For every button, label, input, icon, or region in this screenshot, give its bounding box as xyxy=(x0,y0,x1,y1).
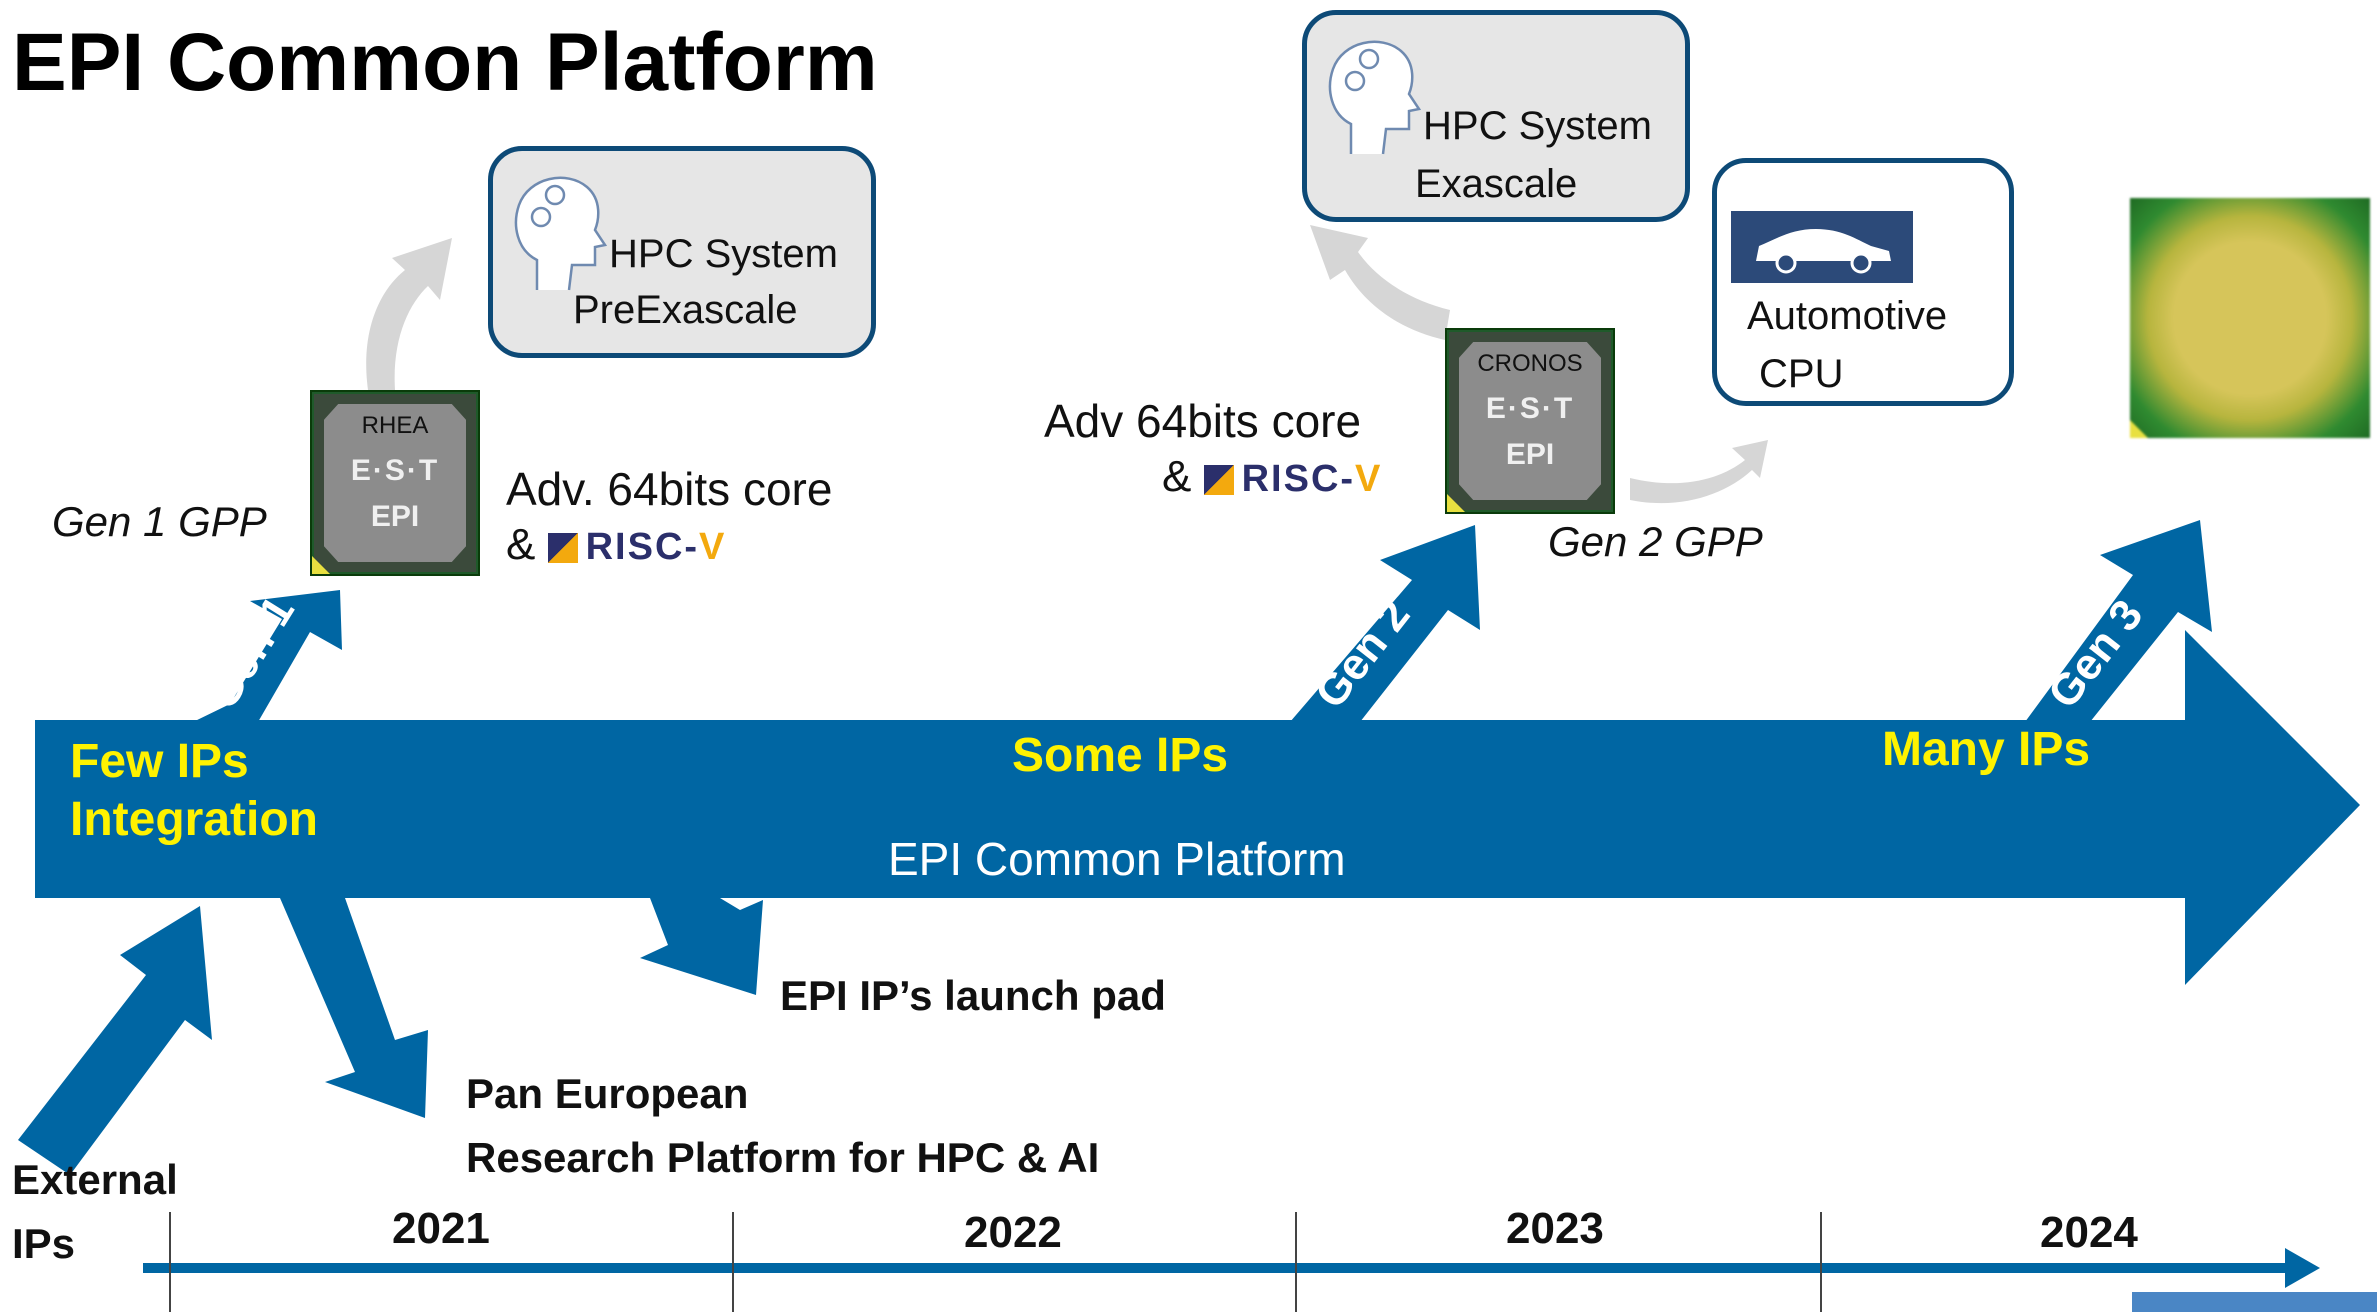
gen1-gpp-label: Gen 1 GPP xyxy=(52,498,267,545)
chip-cronos: CRONOS E·S·T EPI xyxy=(1445,328,1615,514)
chip-name: CRONOS xyxy=(1477,350,1583,377)
core1-amp: & xyxy=(506,520,536,569)
some-ips-label: Some IPs xyxy=(1012,729,1229,782)
card-hpc-preexascale: HPC System PreExascale xyxy=(488,146,876,358)
exascale-line1: HPC System xyxy=(1423,104,1652,148)
year-2021: 2021 xyxy=(392,1204,490,1253)
automotive-line1: Automotive xyxy=(1747,294,1948,338)
year-2024: 2024 xyxy=(2040,1208,2138,1257)
chip-brand-epi: EPI xyxy=(1505,438,1555,471)
gen1-arrow xyxy=(193,590,342,722)
head-gears-icon xyxy=(1328,40,1421,155)
chip-brand-est: E·S·T xyxy=(1485,392,1575,425)
preexascale-line2: PreExascale xyxy=(573,288,798,332)
year-2022: 2022 xyxy=(964,1208,1062,1257)
external-ips-line1: External xyxy=(12,1156,178,1203)
exascale-line2: Exascale xyxy=(1415,162,1578,206)
gen3-chip-image xyxy=(2130,198,2370,438)
gray-arrow-automotive xyxy=(1630,440,1768,504)
chip-corner-marker xyxy=(2130,420,2148,438)
launch-pad-label: EPI IP’s launch pad xyxy=(780,972,1166,1019)
chip-die xyxy=(1459,342,1601,500)
chip-brand-est: E·S·T xyxy=(350,454,440,487)
chip-brand-epi: EPI xyxy=(370,500,420,533)
preexascale-line1: HPC System xyxy=(609,232,838,276)
riscv-logo-icon xyxy=(547,533,578,563)
riscv-logo-icon xyxy=(1203,465,1234,495)
chip-corner-marker xyxy=(312,556,330,574)
gen2-arrow xyxy=(1290,525,1480,722)
core2-riscv-line: & RISC-V xyxy=(1162,452,1382,502)
research-arrow xyxy=(280,898,428,1118)
research-line2: Research Platform for HPC & AI xyxy=(466,1134,1100,1181)
chip-name: RHEA xyxy=(361,412,429,439)
chip-die xyxy=(324,404,466,562)
riscv-wordmark: RISC-V xyxy=(585,526,727,568)
gray-arrow-preexascale xyxy=(366,238,452,390)
automotive-line2: CPU xyxy=(1759,352,1844,396)
epi-logo-fragment xyxy=(2132,1292,2377,1312)
timeline-arrowhead xyxy=(2285,1248,2320,1288)
core2-label: Adv 64bits core xyxy=(1044,395,1362,447)
research-line1: Pan European xyxy=(466,1070,749,1117)
many-ips-label: Many IPs xyxy=(1882,723,2091,776)
card-hpc-exascale: HPC System Exascale xyxy=(1302,10,1690,222)
card-automotive-cpu: Automotive CPU xyxy=(1712,158,2014,406)
head-gears-icon xyxy=(514,176,607,291)
core1-label: Adv. 64bits core xyxy=(506,463,833,515)
gen3-arrow xyxy=(2025,520,2212,722)
year-2023: 2023 xyxy=(1506,1204,1604,1253)
external-ips-arrow xyxy=(18,906,212,1175)
platform-label: EPI Common Platform xyxy=(888,833,1346,885)
core2-amp: & xyxy=(1162,452,1192,501)
core1-riscv-line: & RISC-V xyxy=(506,520,726,570)
platform-arrow xyxy=(35,630,2360,985)
chip-rhea: RHEA E·S·T EPI xyxy=(310,390,480,576)
car-icon xyxy=(1731,211,1913,283)
chip-corner-marker xyxy=(1447,494,1465,512)
page-title: EPI Common Platform xyxy=(12,17,878,108)
gen2-gpp-label: Gen 2 GPP xyxy=(1548,518,1763,565)
gray-arrow-exascale xyxy=(1310,225,1450,340)
few-ips-label: Few IPs xyxy=(70,735,249,788)
integration-label: Integration xyxy=(70,793,318,846)
launch-pad-arrow xyxy=(640,898,763,995)
riscv-wordmark: RISC-V xyxy=(1241,458,1383,500)
external-ips-line2: IPs xyxy=(12,1220,76,1267)
